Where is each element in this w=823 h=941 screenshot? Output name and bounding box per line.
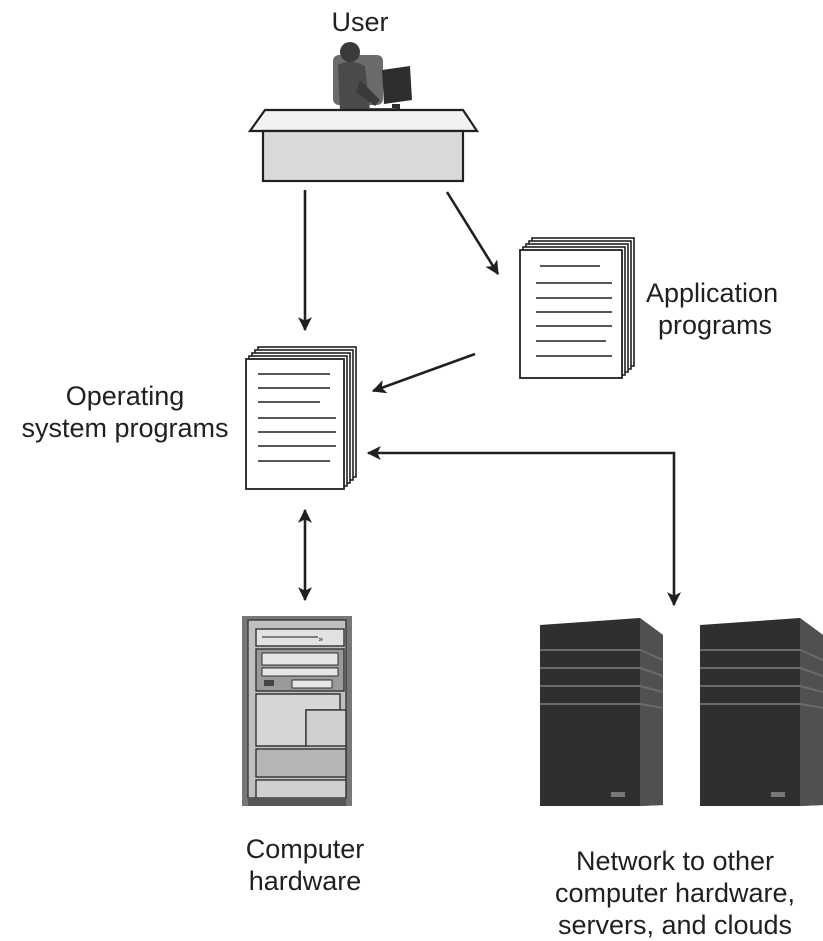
computer-tower-icon: » [242, 616, 352, 806]
arrow-user-to-application [445, 191, 500, 275]
application-programs-document-icon [519, 237, 635, 379]
computer-hardware-line-1: Computer [245, 834, 365, 864]
network-label: Network to other computer hardware, serv… [530, 845, 820, 941]
user-at-desk-icon [247, 42, 480, 183]
arrow-application-to-os [371, 352, 476, 394]
application-programs-label: Application programs [646, 277, 816, 341]
application-programs-line-2: programs [658, 310, 773, 340]
computer-hardware-label: Computer hardware [205, 833, 405, 897]
svg-text:»: » [318, 635, 324, 645]
operating-system-programs-line-1: Operating [65, 381, 185, 411]
network-line-1: Network to other [575, 846, 775, 876]
server-rack-icon [540, 618, 823, 806]
network-line-3: servers, and clouds [557, 910, 793, 940]
operating-system-programs-document-icon [245, 346, 357, 490]
arrow-os-network [366, 446, 681, 607]
application-programs-line-1: Application [646, 278, 779, 308]
arrows [298, 190, 681, 607]
computer-hardware-line-2: hardware [248, 866, 362, 896]
user-label: User [331, 7, 389, 37]
operating-system-programs-line-2: system programs [21, 413, 229, 443]
operating-system-programs-label: Operating system programs [10, 380, 240, 444]
network-line-2: computer hardware, [554, 878, 796, 908]
